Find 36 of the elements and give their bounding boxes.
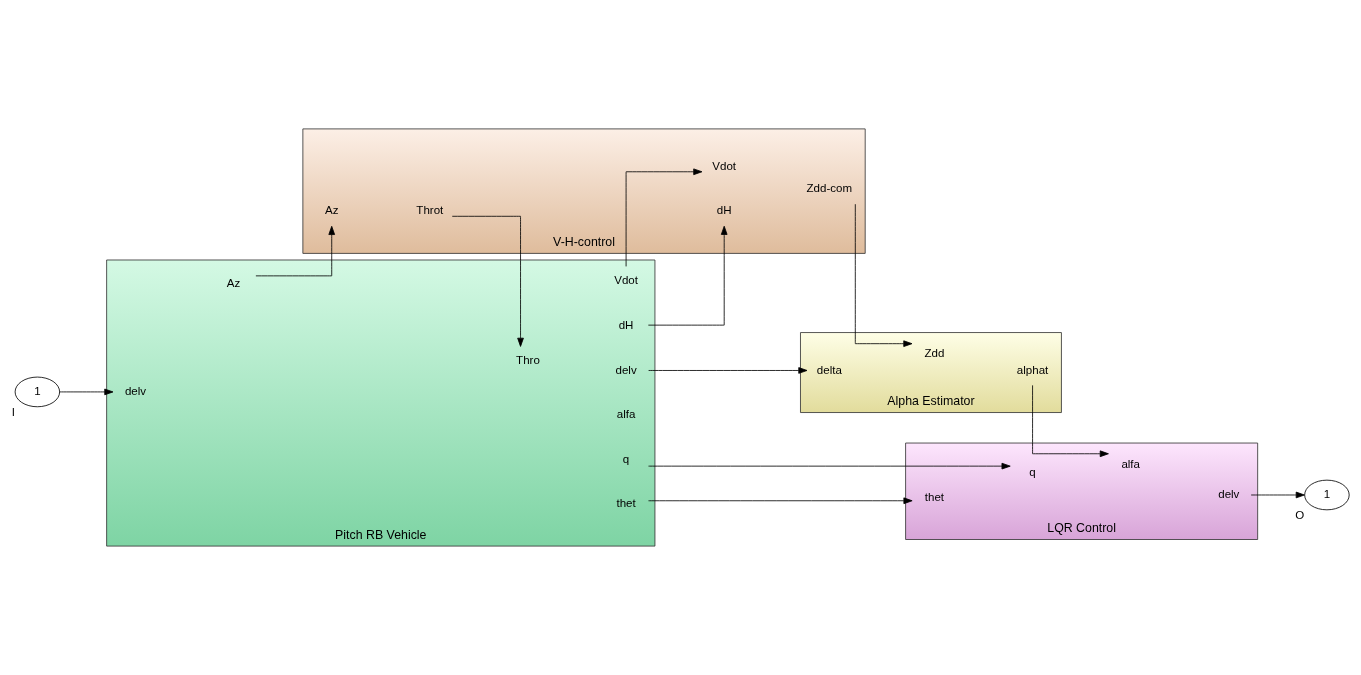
node-text: Az (324, 204, 339, 217)
node-text: alfa (616, 408, 636, 421)
node-text: Az (226, 276, 241, 289)
node-text: Zdd (924, 347, 945, 360)
arrow (255, 225, 336, 277)
node-text: dH (716, 204, 732, 217)
arrow (648, 497, 913, 505)
node-text: Vdot (614, 274, 638, 287)
node-text: alphat (1016, 363, 1049, 376)
node-text: dH (618, 319, 634, 332)
node-text: delv (124, 384, 147, 397)
node-ellipse: 1 (14, 376, 61, 408)
node-text: Zdd-com (806, 182, 853, 195)
node-text: Vdot (712, 159, 737, 172)
node-text: thet (924, 490, 945, 503)
node-ellipse: 1 (1304, 479, 1350, 511)
node-text: thet (616, 497, 636, 510)
node-text: q (1029, 465, 1036, 478)
node-text: delv (615, 363, 637, 376)
node-label: O (1295, 509, 1305, 522)
arrow (1032, 384, 1109, 458)
node-text: alfa (1121, 457, 1140, 470)
node-text: Thro (516, 354, 540, 367)
node-text: q (622, 452, 630, 465)
arrow (854, 203, 913, 347)
arrow (1250, 491, 1305, 499)
arrow (647, 225, 728, 326)
arrow (451, 215, 524, 347)
node-text: delta (816, 363, 842, 376)
node-label: I (11, 406, 16, 418)
node-text: Throt (416, 204, 444, 217)
arrow (625, 168, 703, 267)
arrow (648, 367, 808, 374)
arrow (59, 388, 114, 396)
node-text: delv (1218, 488, 1240, 501)
arrow (648, 462, 1011, 470)
